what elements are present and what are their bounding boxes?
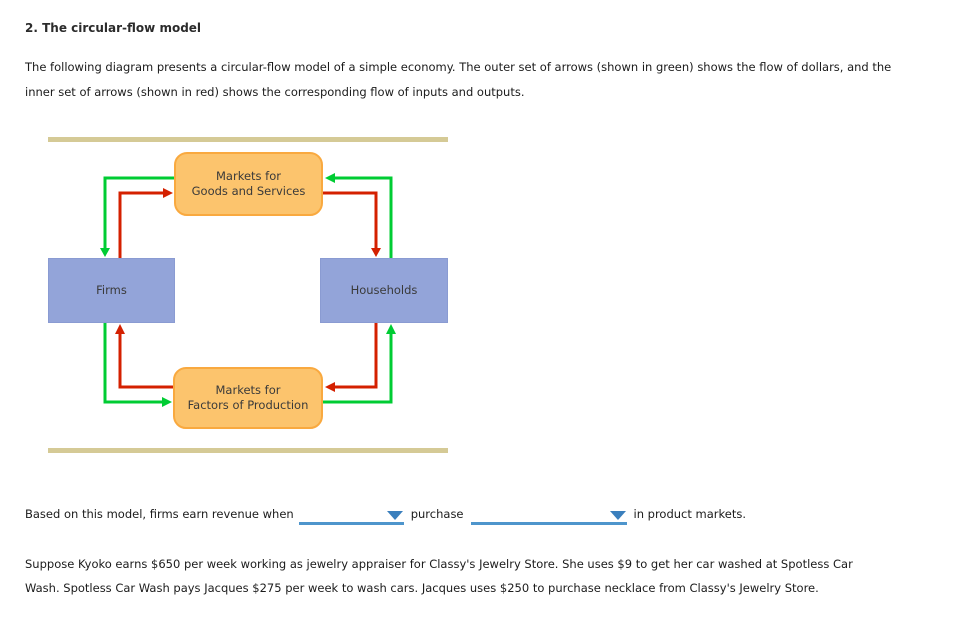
question-text-part3: in product markets. [633,507,746,521]
question-sentence: Based on this model, firms earn revenue … [25,503,746,525]
dropdown-buyers[interactable] [298,509,404,525]
node-label: Goods and Services [191,184,306,198]
flow-arrows [100,173,396,407]
node-households: Households [320,258,448,323]
red-arrow-households-to-factors-market [325,323,378,392]
scenario-line: Suppose Kyoko earns $650 per week workin… [25,557,853,571]
diagram-top-divider [48,137,448,142]
dropdown-arrow-icon [386,511,403,520]
intro-paragraph: The following diagram presents a circula… [25,55,891,105]
intro-line: inner set of arrows (shown in red) shows… [25,85,525,99]
node-label: Firms [96,283,127,297]
green-arrow-firms-to-factors-market [103,323,172,407]
red-arrow-firms-to-goods-market [118,188,173,258]
node-label: Factors of Production [187,398,309,412]
green-arrow-households-to-goods-market [325,173,393,258]
dropdown-goods[interactable] [470,509,627,525]
circular-flow-diagram: Markets for Goods and Services Firms Hou… [48,137,448,453]
page-title: 2. The circular-flow model [25,21,202,35]
scenario-line: Wash. Spotless Car Wash pays Jacques $27… [25,581,819,595]
dropdown-arrow-icon [609,511,626,520]
question-text-part2: purchase [410,507,464,521]
node-markets-factors: Markets for Factors of Production [173,367,323,429]
diagram-bottom-divider [48,448,448,453]
node-label: Markets for [216,169,281,183]
node-label: Markets for [215,383,281,397]
question-text-part1: Based on this model, firms earn revenue … [25,507,294,521]
red-arrow-factors-market-to-firms [115,324,173,389]
red-arrow-goods-market-to-households [323,191,381,257]
scenario-paragraph: Suppose Kyoko earns $650 per week workin… [25,552,853,600]
green-arrow-factors-market-to-households [323,324,396,404]
node-label: Households [350,283,418,297]
intro-line: The following diagram presents a circula… [25,60,892,74]
node-markets-goods-services: Markets for Goods and Services [174,152,323,216]
node-firms: Firms [48,258,175,323]
green-arrow-goods-market-to-firms [100,176,174,257]
